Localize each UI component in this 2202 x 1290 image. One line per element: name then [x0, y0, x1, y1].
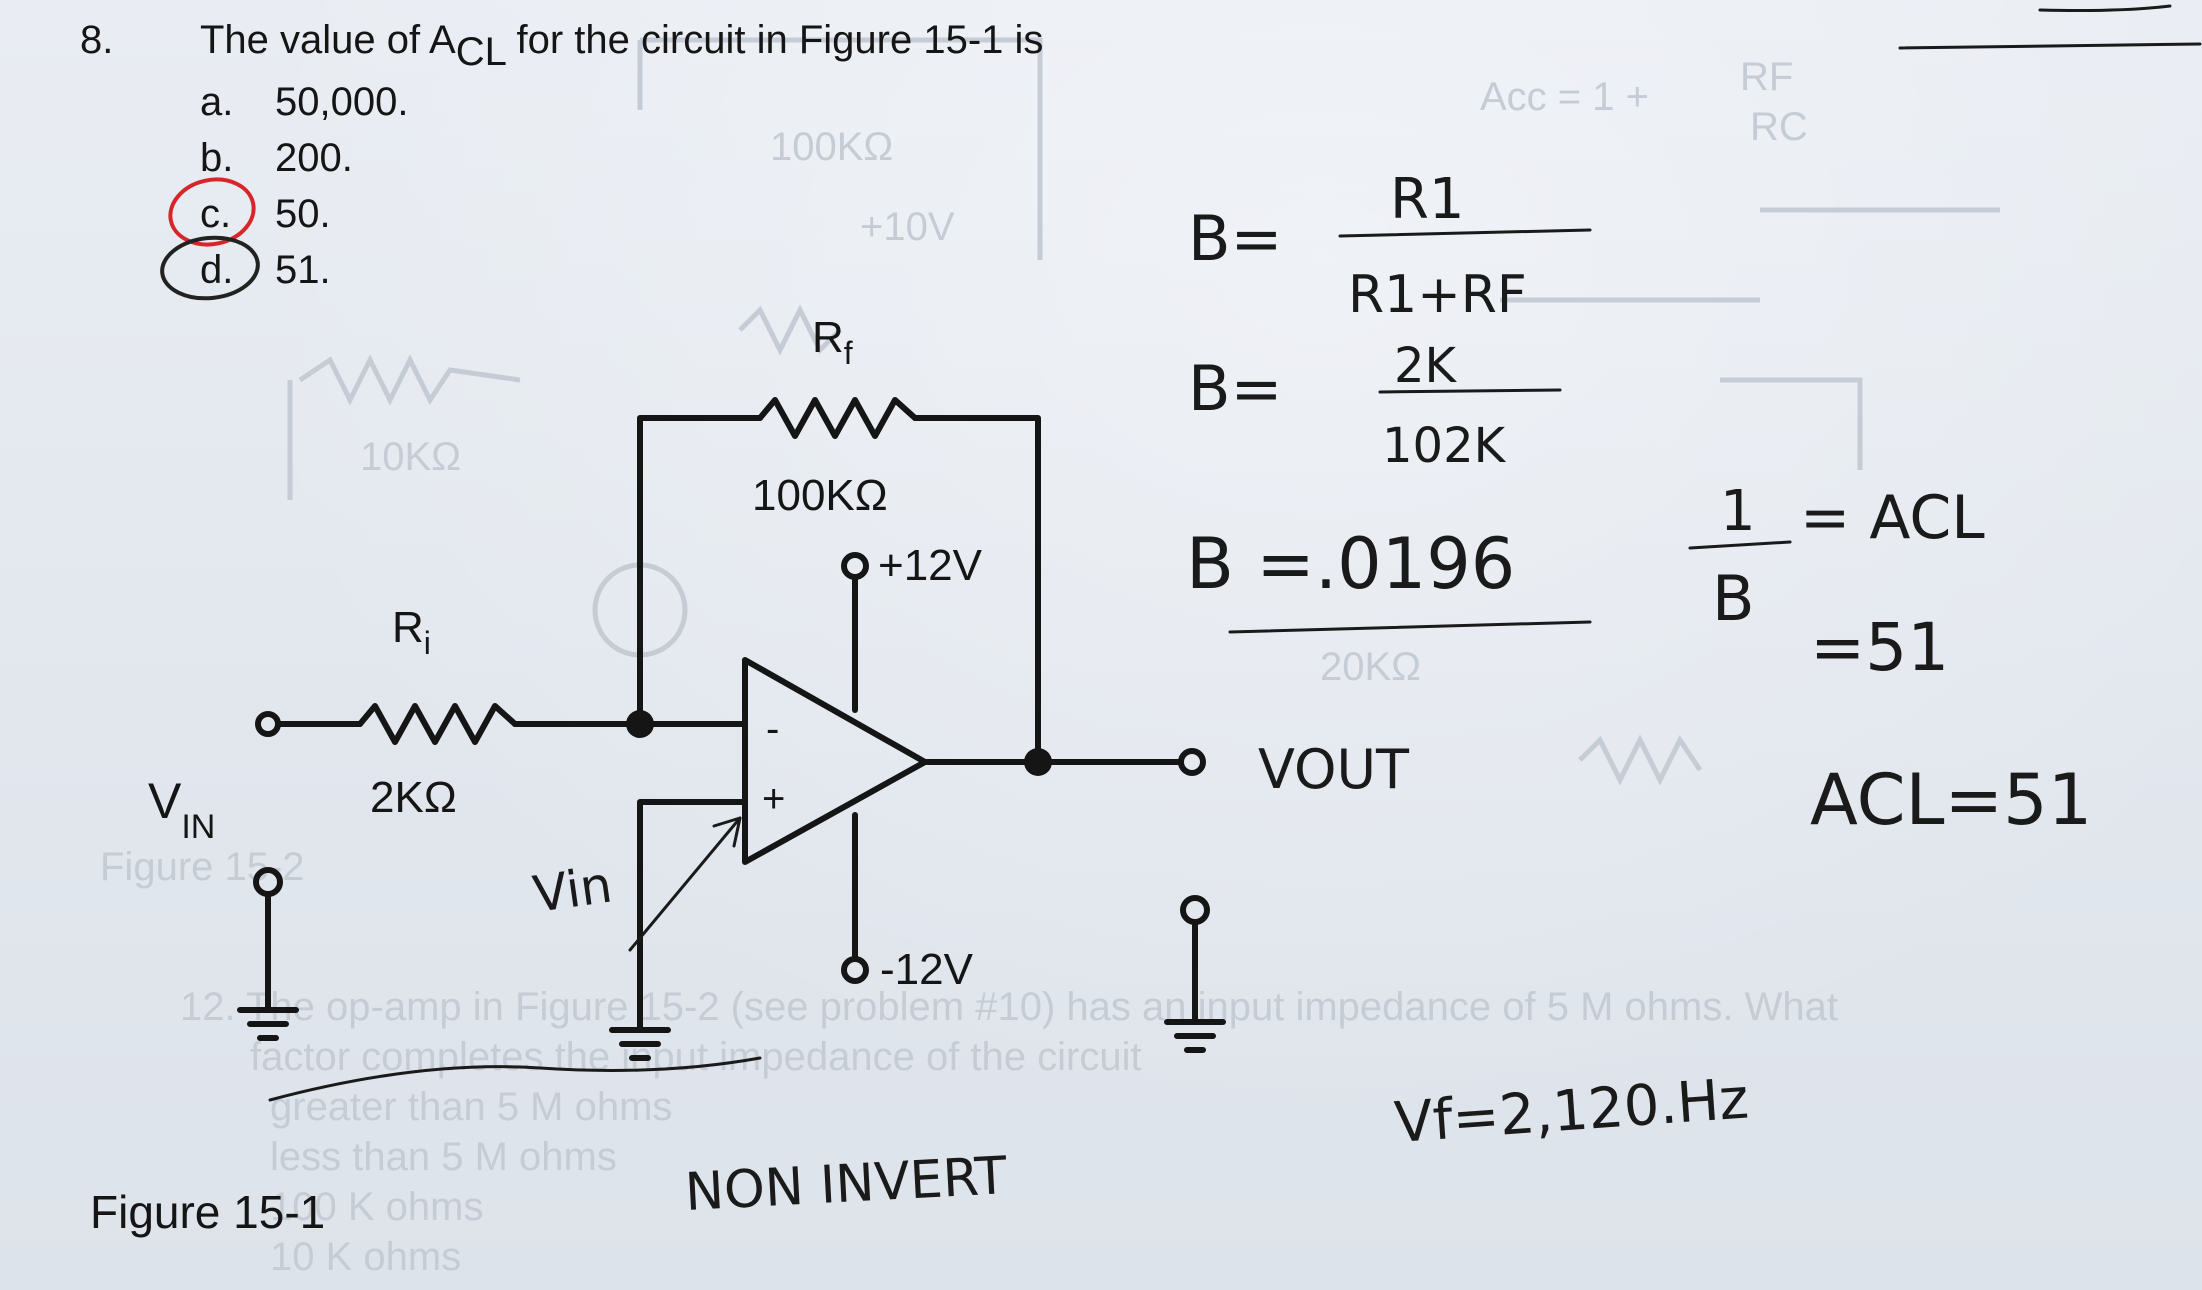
vout-note: VOUT	[1258, 738, 1410, 801]
rf-label: Rf	[812, 313, 853, 371]
ground-vin	[237, 1007, 299, 1041]
svg-text:+10V: +10V	[860, 205, 955, 249]
beta-sub-num: 2K	[1394, 338, 1458, 394]
opamp-triangle	[742, 657, 928, 865]
choice-value: 50,000.	[275, 80, 409, 124]
choice-value: 50.	[275, 192, 331, 236]
beta-sub-den: 102K	[1382, 418, 1507, 474]
vin-arrow	[628, 816, 742, 952]
inverse-result: =51	[1810, 609, 1949, 686]
choice-letter: c.	[200, 192, 232, 236]
svg-text:greater than 5 M ohms: greater than 5 M ohms	[270, 1085, 672, 1129]
circle-choice-d	[160, 235, 260, 301]
ri-label: Ri	[392, 603, 431, 661]
node-dot-inverting	[626, 710, 654, 738]
question-text-before: The value of A	[200, 18, 456, 62]
vin-note: Vin	[530, 855, 616, 923]
red-circle-choice-c	[168, 177, 256, 247]
acl-result: ACL=51	[1810, 759, 2092, 841]
svg-text:10 K ohms: 10 K ohms	[270, 1235, 461, 1279]
inverse-num: 1	[1720, 479, 1756, 544]
vin-underline	[268, 1056, 762, 1102]
svg-text:less than 5 M ohms: less than 5 M ohms	[270, 1135, 617, 1179]
choice-letter: a.	[200, 80, 234, 124]
question-text-after: for the circuit in Figure 15-1 is	[505, 18, 1044, 62]
svg-text:20KΩ: 20KΩ	[1320, 645, 1421, 689]
question-text-sub: CL	[455, 30, 506, 74]
vminus-terminal	[841, 956, 869, 984]
noninv-wire	[637, 799, 748, 1033]
beta-num: R1	[1390, 167, 1465, 232]
top-right-stroke	[2038, 4, 2172, 12]
figure-caption: Figure 15-1	[90, 1186, 326, 1238]
feedback-wire-left	[637, 415, 763, 725]
vin-label: VIN	[148, 773, 215, 846]
top-right-line	[1898, 42, 2202, 50]
node-dot-output	[1024, 748, 1052, 776]
inverse-frac-line	[1688, 540, 1792, 550]
svg-text:factor completes the input imp: factor completes the input impedance of …	[250, 1035, 1142, 1079]
vplus-terminal	[841, 552, 869, 580]
beta-underline	[1228, 620, 1592, 634]
svg-text:100KΩ: 100KΩ	[770, 125, 893, 169]
opamp-plus-label: +	[762, 777, 785, 821]
beta-result: B =.0196	[1186, 523, 1515, 605]
ground-noninv	[609, 1027, 671, 1061]
svg-text:100 K ohms: 100 K ohms	[270, 1185, 483, 1229]
svg-text:10KΩ: 10KΩ	[360, 435, 461, 479]
beta-frac-line-1	[1338, 228, 1592, 238]
ground-vout	[1164, 1019, 1226, 1053]
vplus-label: +12V	[878, 541, 983, 590]
choice-value: 200.	[275, 136, 353, 180]
choice-letter: d.	[200, 248, 234, 292]
feedback-wire-right	[912, 415, 1041, 765]
rf-resistor	[757, 397, 918, 439]
ri-resistor	[357, 703, 518, 745]
inverse-eq: = ACL	[1800, 483, 1985, 553]
choice-value: 51.	[275, 248, 331, 292]
question-text: The value of ACL for the circuit in Figu…	[200, 18, 1044, 74]
beta-sub: B=	[1188, 352, 1282, 425]
svg-text:RF: RF	[1740, 55, 1793, 99]
ri-value-label: 2KΩ	[370, 773, 457, 822]
opamp-minus-label: -	[766, 707, 779, 751]
beta-den: R1+RF	[1348, 265, 1527, 325]
svg-text:12. The op-amp in Figure 15-2: 12. The op-amp in Figure 15-2 (see probl…	[180, 985, 1838, 1029]
beta-frac-line-2	[1378, 388, 1562, 394]
svg-text:Acc = 1 +: Acc = 1 +	[1480, 75, 1649, 119]
beta-def: B=	[1188, 202, 1282, 275]
svg-text:Figure 15-2: Figure 15-2	[100, 845, 305, 889]
freq-note: Vf=2,120.Hz	[1392, 1066, 1750, 1156]
inverse-den: B	[1712, 562, 1755, 635]
rf-value-label: 100KΩ	[752, 471, 888, 520]
non-invert-note: NON INVERT	[684, 1146, 1009, 1223]
svg-text:RC: RC	[1750, 105, 1808, 149]
vout-terminal	[1178, 748, 1206, 776]
question-number: 8.	[80, 18, 114, 62]
choice-letter: b.	[200, 136, 234, 180]
vminus-label: -12V	[880, 945, 974, 994]
